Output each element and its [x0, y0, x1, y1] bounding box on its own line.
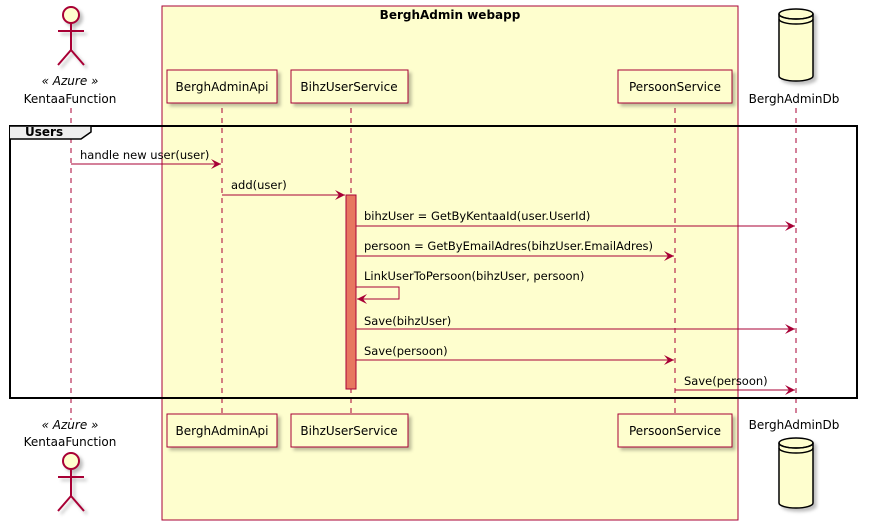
participant-label-userservice-top: BihzUserService — [300, 80, 397, 94]
message-label-5: LinkUserToPersoon(bihzUser, persoon) — [364, 269, 584, 283]
actor-icon-top — [57, 6, 85, 66]
group-label: Users — [25, 125, 63, 139]
actor-stereotype-top: « Azure » — [42, 74, 99, 88]
participant-box-persoonservice-bottom — [617, 413, 733, 448]
message-label-2: add(user) — [231, 178, 287, 192]
participant-box-api-top — [166, 69, 278, 104]
database-icon-bottom — [778, 437, 814, 509]
actor-name-top: KentaaFunction — [24, 92, 117, 106]
participant-label-persoonservice-top: PersoonService — [629, 80, 721, 94]
message-label-6: Save(bihzUser) — [364, 314, 451, 328]
participant-label-api-top: BerghAdminApi — [176, 80, 269, 94]
participant-box-api-bottom — [166, 413, 278, 448]
group-tab — [10, 125, 92, 140]
database-icon-top — [778, 8, 814, 82]
participant-label-userservice-bottom: BihzUserService — [300, 424, 397, 438]
message-label-4: persoon = GetByEmailAdres(bihzUser.Email… — [364, 239, 653, 253]
message-label-1: handle new user(user) — [80, 148, 209, 162]
participant-box-userservice-bottom — [290, 413, 409, 448]
actor-stereotype-bottom: « Azure » — [42, 418, 99, 432]
actor-name-bottom: KentaaFunction — [24, 435, 117, 449]
participant-label-api-bottom: BerghAdminApi — [176, 424, 269, 438]
message-label-8: Save(persoon) — [684, 374, 768, 388]
message-label-3: bihzUser = GetByKentaaId(user.UserId) — [364, 209, 590, 223]
participant-label-db-top: BerghAdminDb — [749, 92, 840, 106]
group-frame — [9, 125, 858, 399]
participant-box-userservice-top — [290, 69, 409, 104]
participant-label-db-bottom: BerghAdminDb — [749, 418, 840, 432]
message-arrow-5 — [356, 286, 400, 304]
actor-icon-bottom — [57, 452, 85, 512]
participant-label-persoonservice-bottom: PersoonService — [629, 424, 721, 438]
participant-box-persoonservice-top — [617, 69, 733, 104]
webapp-box-title: BerghAdmin webapp — [380, 8, 521, 22]
message-label-7: Save(persoon) — [364, 344, 448, 358]
activation-bar — [345, 194, 357, 390]
